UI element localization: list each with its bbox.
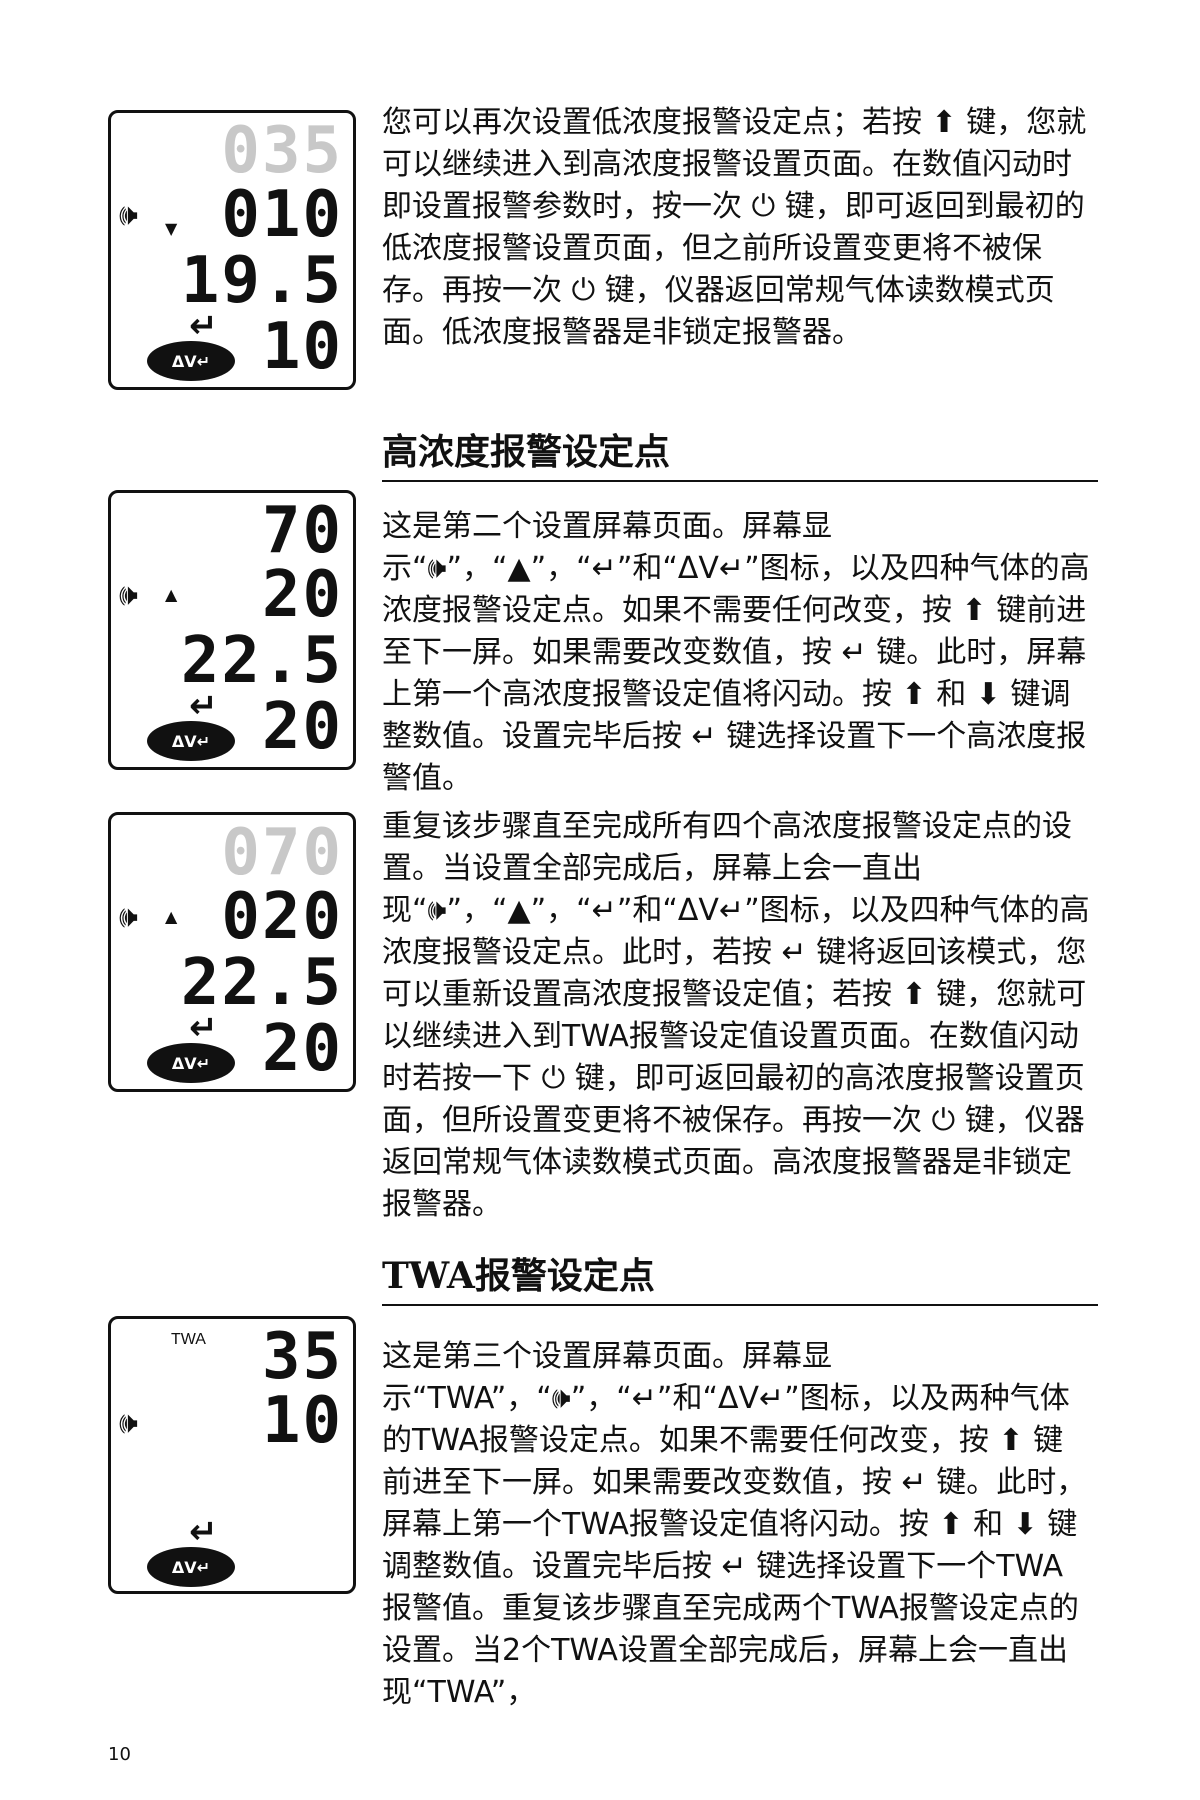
lcd-line-1: 035 bbox=[221, 114, 343, 188]
twa-alarm-paragraph: 这是第三个设置屏幕页面。屏幕显示“TWA”，“🕪”，“↵”和“ΔV↵”图标，以及… bbox=[382, 1339, 1087, 1710]
enter-icon: ↵ bbox=[189, 1008, 218, 1048]
lcd-line-2: 10 bbox=[261, 1384, 343, 1458]
lcd-twa-alarm: TWA 35 🕪 10 ↵ ΔV↵ bbox=[108, 1316, 356, 1594]
lcd-line-1: 070 bbox=[221, 816, 343, 890]
enter-icon: ↵ bbox=[189, 1512, 218, 1552]
twa-label: TWA bbox=[171, 1331, 206, 1348]
twa-alarm-heading: TWA报警设定点 bbox=[382, 1254, 1098, 1306]
lcd-line-4: 20 bbox=[261, 690, 343, 764]
low-alarm-paragraph: 您可以再次设置低浓度报警设定点；若按 ⬆ 键，您就可以继续进入到高浓度报警设置页… bbox=[382, 105, 1087, 350]
enter-icon: ↵ bbox=[189, 306, 218, 346]
triangle-up-icon: ▲ bbox=[165, 907, 178, 926]
lcd-low-alarm: 035 🕪 ▼ 010 19.5 ↵ ΔV↵ 10 bbox=[108, 110, 356, 390]
speaker-icon: 🕪 bbox=[119, 578, 138, 613]
lcd-line-4: 20 bbox=[261, 1012, 343, 1086]
lcd-line-1: 70 bbox=[261, 494, 343, 568]
lcd-line-4: 10 bbox=[261, 310, 343, 384]
lcd-line-2: 010 bbox=[221, 178, 343, 252]
speaker-icon: 🕪 bbox=[119, 1406, 138, 1441]
badge-icon: ΔV↵ bbox=[147, 341, 235, 381]
lcd-line-1: 35 bbox=[261, 1320, 343, 1394]
speaker-icon: 🕪 bbox=[119, 198, 138, 233]
badge-icon: ΔV↵ bbox=[147, 1043, 235, 1083]
lcd-line-2: 020 bbox=[221, 880, 343, 954]
lcd-line-3: 22.5 bbox=[180, 624, 343, 698]
speaker-icon: 🕪 bbox=[119, 900, 138, 935]
high-alarm-paragraph-2: 重复该步骤直至完成所有四个高浓度报警设定点的设置。当设置全部完成后，屏幕上会一直… bbox=[382, 809, 1090, 1222]
lcd-line-3: 22.5 bbox=[180, 946, 343, 1020]
lcd-line-2: 20 bbox=[261, 558, 343, 632]
triangle-down-icon: ▼ bbox=[165, 219, 178, 238]
enter-icon: ↵ bbox=[189, 686, 218, 726]
lcd-line-3: 19.5 bbox=[180, 244, 343, 318]
high-alarm-paragraph-1: 这是第二个设置屏幕页面。屏幕显示“🕪”，“▲”，“↵”和“ΔV↵”图标，以及四种… bbox=[382, 509, 1090, 796]
lcd-high-alarm-2: 070 🕪 ▲ 020 22.5 ↵ ΔV↵ 20 bbox=[108, 812, 356, 1092]
lcd-high-alarm-1: 70 🕪 ▲ 20 22.5 ↵ ΔV↵ 20 bbox=[108, 490, 356, 770]
page-number: 10 bbox=[108, 1744, 131, 1765]
badge-icon: ΔV↵ bbox=[147, 721, 235, 761]
triangle-up-icon: ▲ bbox=[165, 585, 178, 604]
high-alarm-heading: 高浓度报警设定点 bbox=[382, 430, 1098, 482]
badge-icon: ΔV↵ bbox=[147, 1547, 235, 1587]
